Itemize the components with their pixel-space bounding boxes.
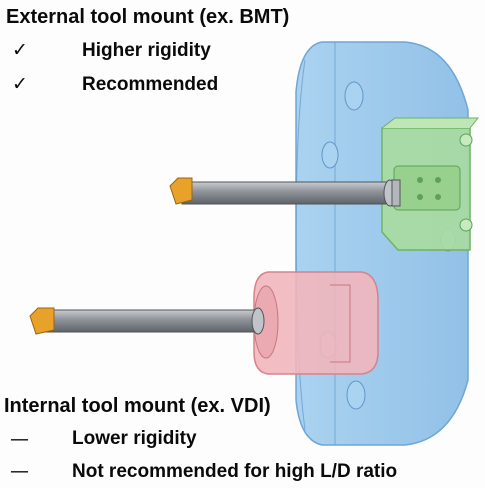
upper-insert <box>169 177 193 205</box>
external-mount-heading: External tool mount (ex. BMT) <box>6 6 290 28</box>
internal-mount-heading: Internal tool mount (ex. VDI) <box>4 395 271 417</box>
external-item-1-text: Higher rigidity <box>82 40 211 61</box>
external-item-1-marker: ✓ <box>12 39 28 61</box>
lower-insert <box>29 307 55 335</box>
internal-item-1-text: Lower rigidity <box>72 428 197 449</box>
internal-holder <box>253 271 379 375</box>
upper-boring-bar <box>181 179 401 207</box>
internal-item-1-marker: — <box>10 428 29 450</box>
external-item-2-marker: ✓ <box>12 73 28 95</box>
internal-item-2-text: Not recommended for high L/D ratio <box>72 461 398 482</box>
external-holder <box>381 117 480 251</box>
lower-boring-bar <box>43 307 265 335</box>
internal-item-2-marker: — <box>10 460 29 482</box>
external-item-2-text: Recommended <box>82 74 219 95</box>
